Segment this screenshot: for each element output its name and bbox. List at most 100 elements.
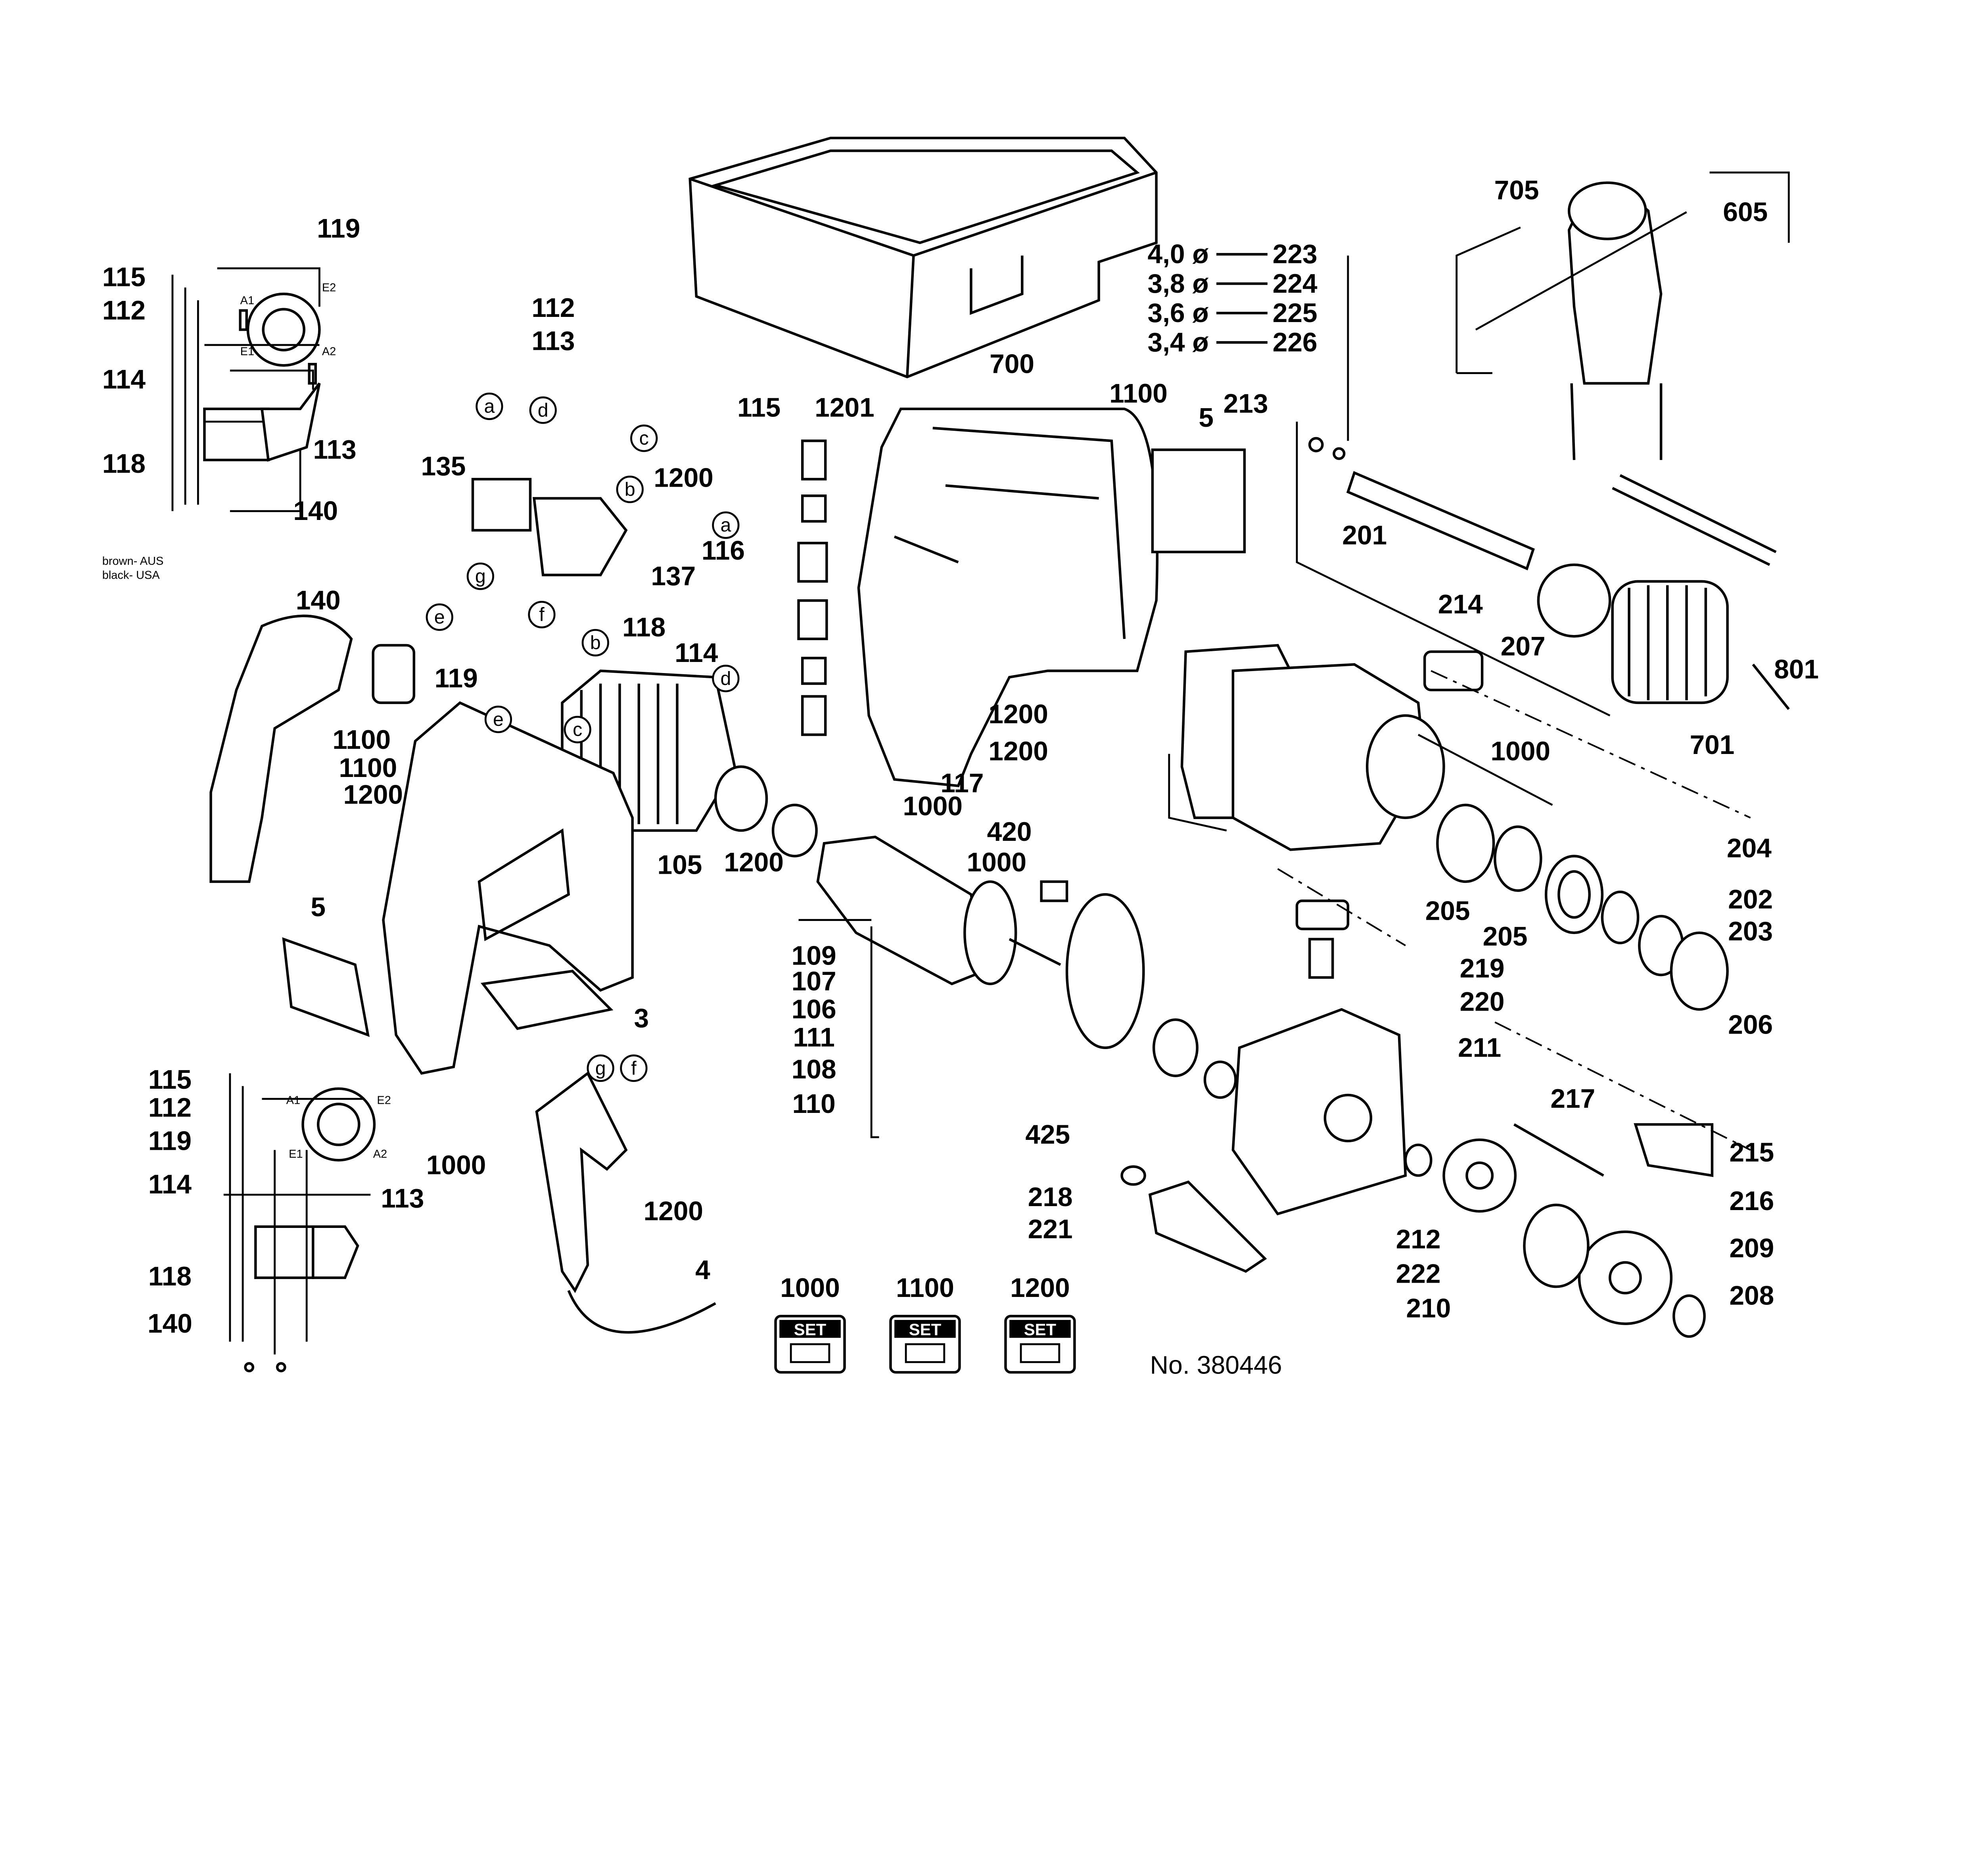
part-callout-207: 207 (1501, 632, 1546, 662)
callout-labels: 1191151121141131181401121131351371200115… (102, 176, 1819, 1339)
wire-marker-circle (426, 603, 453, 631)
part-callout-210: 210 (1406, 1294, 1451, 1324)
wire-marker-letter: e (434, 606, 445, 628)
part-callout-110: 110 (792, 1089, 836, 1119)
part-callout-218: 218 (1028, 1182, 1073, 1212)
part-callout-206: 206 (1728, 1010, 1773, 1040)
set-badge-icon (905, 1343, 945, 1363)
set-badge-band (779, 1320, 841, 1338)
bearings (1436, 804, 1729, 1011)
part-callout-119: 119 (435, 664, 478, 693)
wire-marker-c: c (630, 424, 658, 452)
part-callout-112: 112 (531, 293, 575, 323)
part-callout-1200: 1200 (724, 848, 784, 877)
part-callout-4: 4 (695, 1255, 710, 1285)
drill-part-number: 225 (1273, 298, 1318, 328)
wire-marker-letter: a (720, 514, 731, 536)
part-callout-214: 214 (1438, 589, 1483, 619)
wire-marker-d: d (529, 396, 557, 424)
carbon-brushes (797, 439, 828, 736)
wire-marker-a: a (476, 392, 503, 420)
part-callout-5: 5 (1199, 403, 1214, 433)
wire-marker-f: f (620, 1054, 648, 1082)
gears (1120, 1123, 1714, 1338)
set-badge-band (1009, 1320, 1071, 1338)
part-callout-1000: 1000 (1491, 737, 1550, 766)
part-callout-208: 208 (1729, 1281, 1774, 1310)
wire-marker-circle (528, 600, 556, 629)
wire-marker-letter: g (475, 566, 486, 587)
wiring-diagram-top (171, 267, 321, 512)
part-callout-217: 217 (1550, 1084, 1595, 1114)
part-callout-109: 109 (792, 941, 836, 971)
part-callout-801: 801 (1774, 655, 1819, 685)
wire-marker-letter: f (539, 604, 545, 625)
wiring-diagram-bottom (223, 1073, 376, 1373)
wire-marker-circle (581, 629, 609, 657)
set-badge-number: 1000 (780, 1273, 840, 1303)
part-callout-105: 105 (657, 850, 702, 880)
part-callout-221: 221 (1028, 1214, 1073, 1244)
part-callout-1200: 1200 (988, 737, 1048, 766)
diagram-number: No. 380446 (1150, 1350, 1282, 1379)
capacitor (372, 644, 416, 704)
wiring-note: black- USA (102, 569, 160, 581)
screw (1417, 734, 1553, 806)
terminal-label: A2 (322, 345, 336, 358)
part-callout-119: 119 (148, 1126, 192, 1156)
exploded-parts-diagram: 1191151121141131181401121131351371200115… (102, 136, 1819, 1379)
part-callout-201: 201 (1342, 520, 1387, 550)
drill-part-number: 226 (1273, 328, 1318, 357)
part-callout-114: 114 (675, 638, 718, 668)
label-plate-bottom (480, 970, 614, 1030)
part-callout-140: 140 (296, 586, 341, 616)
part-callout-205: 205 (1425, 896, 1470, 926)
part-drawings (171, 136, 1790, 1373)
part-callout-1200: 1200 (654, 463, 713, 493)
carrying-case (688, 136, 1158, 378)
part-callout-1200: 1200 (343, 780, 403, 809)
part-callout-112: 112 (148, 1093, 192, 1123)
part-callout-205: 205 (1483, 922, 1528, 951)
part-callout-119: 119 (317, 214, 360, 244)
label-plate-left (282, 937, 370, 1037)
gear-case (1231, 900, 1407, 1216)
wire-marker-circle (620, 1054, 648, 1082)
part-callout-106: 106 (792, 995, 836, 1024)
wire-marker-circle (529, 396, 557, 424)
part-callout-216: 216 (1729, 1186, 1774, 1216)
part-callout-113: 113 (381, 1184, 424, 1213)
part-callout-209: 209 (1729, 1233, 1774, 1263)
set-badge-number: 1200 (1010, 1273, 1070, 1303)
part-callout-202: 202 (1728, 885, 1773, 915)
wire-marker-circle (616, 476, 644, 503)
drill-chuck (1537, 474, 1790, 710)
part-callout-111: 111 (793, 1023, 834, 1053)
set-badge-label: SET (1024, 1320, 1057, 1339)
wire-marker-letter: b (625, 479, 635, 500)
part-callout-140: 140 (293, 496, 338, 526)
wire-marker-e: e (426, 603, 453, 631)
part-callout-212: 212 (1396, 1225, 1441, 1255)
part-callout-425: 425 (1025, 1120, 1070, 1149)
wire-marker-a: a (712, 511, 740, 539)
part-callout-605: 605 (1723, 197, 1768, 227)
wire-marker-letter: f (631, 1057, 637, 1079)
part-callout-3: 3 (634, 1003, 649, 1033)
part-callout-705: 705 (1494, 176, 1539, 205)
wire-marker-letter: e (493, 709, 504, 730)
wire-marker-e: e (484, 706, 512, 733)
wire-marker-circle (466, 562, 494, 590)
part-callout-114: 114 (102, 364, 146, 394)
part-callout-222: 222 (1396, 1259, 1441, 1289)
part-callout-118: 118 (102, 449, 146, 479)
part-callout-420: 420 (987, 817, 1032, 847)
wire-marker-letter: c (573, 719, 582, 740)
part-callout-116: 116 (702, 536, 745, 566)
part-callout-700: 700 (990, 349, 1034, 379)
part-callout-1100: 1100 (332, 725, 391, 755)
part-callout-117: 117 (940, 768, 984, 798)
